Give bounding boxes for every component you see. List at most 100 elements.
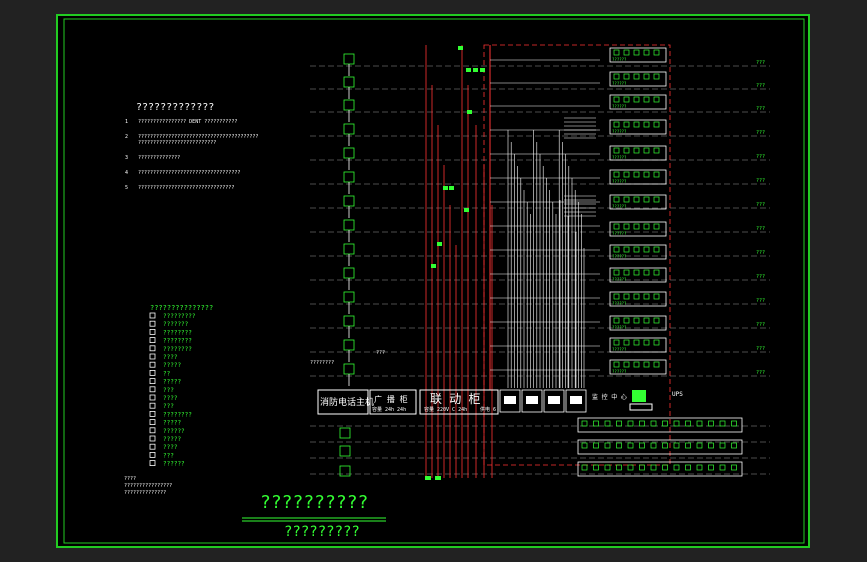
bus-device — [616, 420, 622, 427]
terminal-block — [464, 208, 469, 212]
panel-label: ?????? — [612, 231, 627, 236]
floor-panel: ?????? — [609, 221, 667, 237]
linkage-extra: 供电 6 — [480, 406, 496, 413]
legend-item: ?????? — [163, 428, 185, 435]
broadcast-label: 广 播 柜 — [374, 394, 408, 404]
panel-label: ?????? — [612, 81, 627, 86]
panel-box — [609, 119, 667, 135]
panel-label: ?????? — [612, 325, 627, 330]
panel-device — [613, 196, 620, 203]
legend-symbol — [149, 361, 156, 368]
riser-mid-label: ??? — [376, 350, 385, 356]
panel-device — [623, 317, 630, 324]
floor-panel: ?????? — [609, 244, 667, 260]
panel-box — [609, 169, 667, 185]
bus-device — [593, 442, 599, 449]
legend-item: ????? — [163, 436, 181, 443]
legend-item: ???? — [163, 444, 178, 451]
panel-label: ?????? — [612, 155, 627, 160]
footer-line: ?????????????? — [124, 490, 166, 496]
panel-device — [613, 293, 620, 300]
bus-device — [627, 464, 634, 471]
bus-device — [685, 420, 691, 427]
panel-device — [613, 339, 620, 346]
floor-tag: ??? — [756, 298, 765, 304]
bus-device — [685, 442, 691, 449]
floor-panel: ?????? — [609, 145, 667, 161]
floor-panel: ?????? — [609, 291, 667, 307]
bus-device — [581, 442, 588, 449]
footer-line: ???????????????? — [124, 483, 172, 489]
legend-item: ???????? — [163, 346, 192, 353]
module-face — [526, 396, 538, 404]
bus-device — [708, 420, 714, 427]
legend-symbol — [149, 328, 156, 335]
panel-device — [653, 73, 660, 80]
floor-tag: ??? — [756, 346, 765, 352]
ups-label: UPS — [672, 391, 683, 398]
panel-device — [633, 147, 640, 154]
floor-tag: ??? — [756, 83, 765, 89]
floor-panel: ?????? — [609, 169, 667, 185]
legend-symbol — [149, 378, 156, 385]
legend-symbol — [149, 312, 156, 319]
legend-symbol — [149, 369, 156, 376]
bus-device — [604, 464, 611, 471]
panel-box — [609, 47, 667, 63]
panel-device — [613, 121, 620, 128]
panel-device — [613, 73, 620, 80]
terminal-block — [466, 68, 471, 72]
panel-device — [633, 269, 640, 276]
broadcast-spec: 容量 24h 24h — [372, 406, 406, 413]
terminal-block — [480, 68, 485, 72]
module-box — [543, 389, 565, 413]
monitor-modules — [499, 389, 587, 413]
bus-device — [673, 420, 680, 427]
floor-tag: ??? — [756, 202, 765, 208]
panel-device — [613, 49, 620, 56]
fire-host-label: 消防电话主机 — [320, 396, 374, 408]
panel-device — [613, 269, 620, 276]
legend-symbol — [149, 320, 156, 327]
footer-line: ???? — [124, 476, 136, 482]
panel-device — [613, 361, 620, 368]
bus-device — [673, 442, 680, 449]
floor-tag: ??? — [756, 322, 765, 328]
panel-device — [633, 317, 640, 324]
bus-device — [696, 442, 703, 449]
panel-device — [643, 361, 650, 368]
panel-device — [643, 96, 650, 103]
panel-device — [613, 223, 620, 230]
lower-device — [339, 445, 351, 457]
bus-device — [662, 420, 668, 427]
bus-box — [577, 439, 743, 455]
panel-label: ?????? — [612, 129, 627, 134]
floor-panel: ?????? — [609, 119, 667, 135]
floor-panel: ?????? — [609, 194, 667, 210]
legend-symbol — [149, 427, 156, 434]
bus-device — [731, 420, 737, 427]
linkage-label: 联 动 柜 — [430, 392, 480, 406]
panel-device — [643, 269, 650, 276]
panel-device — [623, 49, 630, 56]
panel-device — [623, 73, 630, 80]
floor-tag: ??? — [756, 106, 765, 112]
panel-box — [609, 315, 667, 331]
bus-device — [627, 442, 634, 449]
panel-device — [623, 96, 630, 103]
note-number: 3 — [125, 155, 128, 161]
panel-box — [609, 359, 667, 375]
notes-title: ????????????? — [136, 102, 214, 113]
panel-device — [613, 246, 620, 253]
bus-device — [604, 420, 611, 427]
legend-symbol — [149, 394, 156, 401]
bus-device — [719, 442, 726, 449]
note-line: ?????????????? — [138, 155, 180, 161]
terminal-block — [467, 110, 472, 114]
legend-item: ??? — [163, 452, 174, 459]
floor-tag: ??? — [756, 154, 765, 160]
panel-label: ?????? — [612, 347, 627, 352]
legend-symbol — [149, 402, 156, 409]
panel-device — [633, 171, 640, 178]
bus-device — [673, 464, 680, 471]
